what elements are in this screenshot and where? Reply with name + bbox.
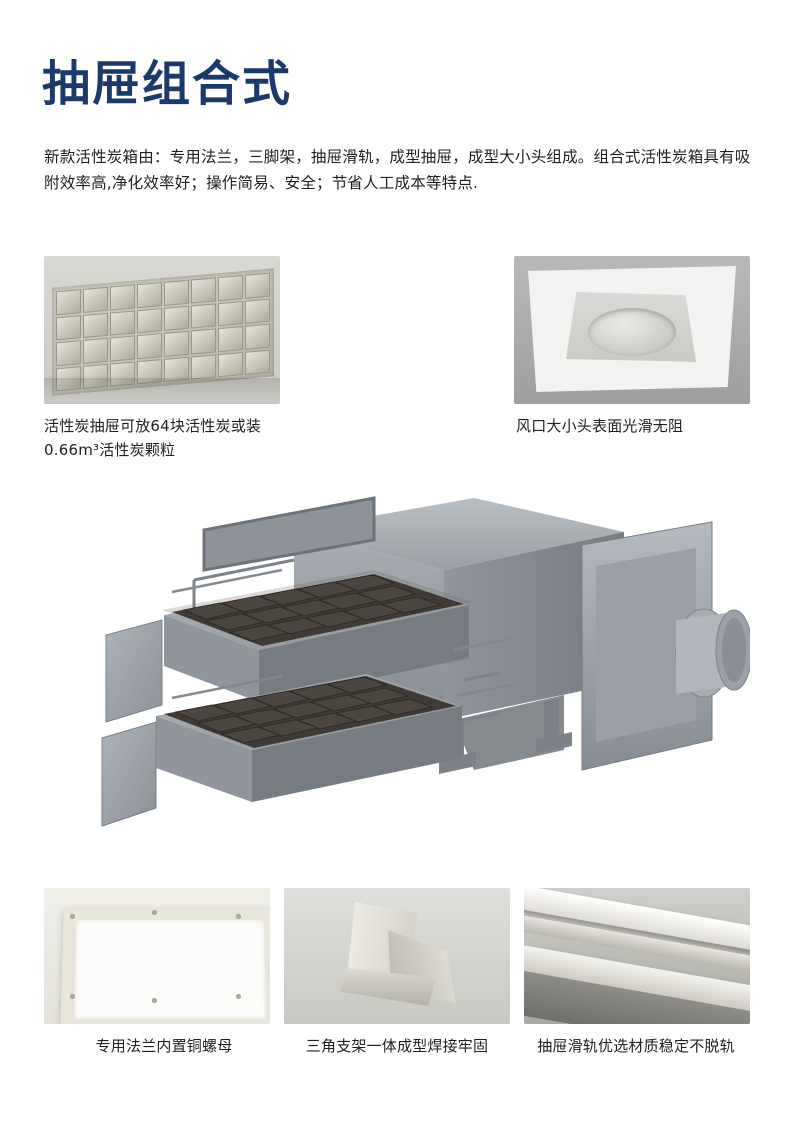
top-photo-row	[44, 256, 750, 404]
intro-paragraph: 新款活性炭箱由：专用法兰，三脚架，抽屉滑轨，成型抽屉，成型大小头组成。组合式活性…	[44, 148, 751, 192]
slide-rails	[171, 568, 517, 700]
caption-carbon-drawer: 活性炭抽屉可放64块活性炭或装0.66m³活性炭颗粒	[44, 417, 262, 459]
carbon-cell-grid	[52, 268, 274, 395]
caption-flange: 专用法兰内置铜螺母	[95, 1037, 233, 1055]
flange-frame	[60, 907, 270, 1024]
caption-air-hood: 风口大小头表面光滑无阻	[516, 417, 684, 435]
carbon-blocks-lower	[164, 676, 456, 748]
lower-drawer	[101, 674, 462, 827]
carbon-drawer-panel	[52, 268, 274, 396]
outlet-hood-and-duct	[581, 521, 753, 771]
carbon-drawer-photo	[44, 256, 280, 404]
photo-shadow	[44, 378, 280, 400]
caption-rail: 抽屉滑轨优选材质稳定不脱轨	[537, 1037, 735, 1055]
bottom-photo-row	[44, 888, 750, 1024]
carbon-blocks-upper	[172, 574, 464, 646]
bracket-photo	[284, 888, 510, 1024]
flange-photo	[44, 888, 270, 1024]
page-title: 抽屉组合式	[42, 56, 293, 112]
rail-photo	[524, 888, 750, 1024]
product-exploded-view	[44, 470, 753, 870]
caption-bracket: 三角支架一体成型焊接牢固	[305, 1037, 489, 1055]
upper-drawer	[105, 570, 474, 723]
product-illustration-svg	[101, 496, 753, 827]
air-hood-photo	[514, 256, 750, 404]
hood-opening	[588, 308, 676, 356]
